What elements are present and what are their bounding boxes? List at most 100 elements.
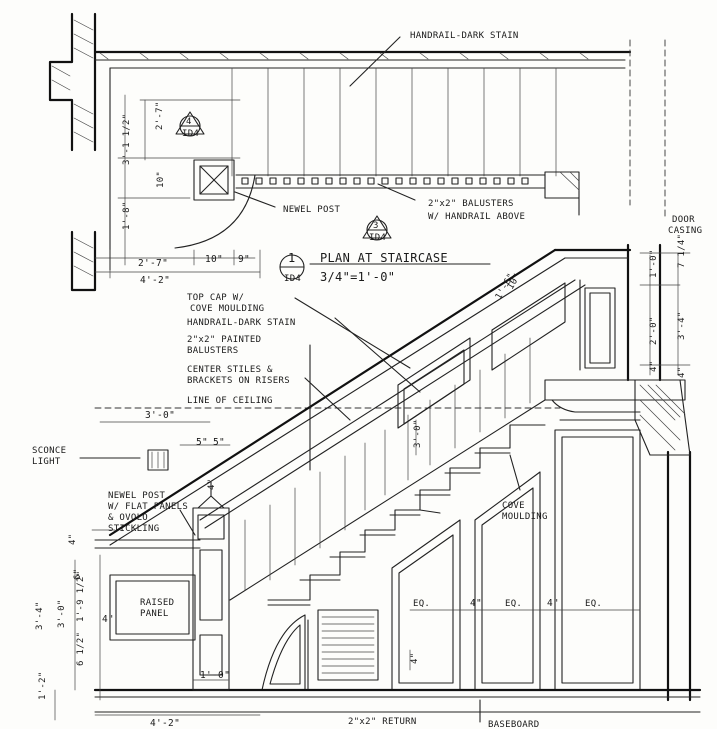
plan-rail-hatch: [99, 52, 589, 60]
elev-dim-4-right-2: 4": [677, 367, 687, 378]
plan-newel-x2: [199, 165, 229, 195]
plan-handrail-note: HANDRAIL-DARK STAIN: [410, 31, 519, 41]
under-stair-frame-3-inner: [398, 534, 454, 684]
plan-newel-post: [193, 159, 235, 201]
elev-dim-1-0-newel: 1'-0": [200, 670, 230, 681]
plan-sheet-ref: ID4: [284, 274, 301, 284]
plan-left-wall: [48, 12, 97, 292]
line-of-ceiling-label: LINE OF CEILING: [187, 396, 273, 406]
sconce-note-2: LIGHT: [32, 457, 61, 467]
elev-dim-1-2: 1'-2": [38, 671, 48, 700]
eq-label-1: EQ.: [413, 599, 430, 609]
top-cap-note-2: COVE MOULDING: [190, 304, 264, 314]
plan-baluster-leader: [377, 183, 416, 201]
center-stiles-note-1: CENTER STILES &: [187, 365, 273, 375]
plan-upper-post-hatch: [559, 171, 580, 191]
raked-panel-2: [491, 282, 566, 371]
newel-post-panel-lower: [199, 634, 223, 676]
plan-bottom-tread-arc: [174, 174, 256, 249]
plan-wall-hatch: [51, 19, 94, 277]
elev-dim-3-4-right: 3'-4": [677, 311, 687, 340]
elev-beam-hatch: [639, 384, 686, 451]
plan-dimension-lines: [94, 94, 261, 279]
tag-4-number: 4: [186, 117, 192, 127]
newel-post-panel-upper: [199, 549, 223, 621]
door-casing-note-2: CASING: [668, 226, 702, 236]
handrail-line-2: [204, 284, 586, 529]
plan-annotations: HANDRAIL-DARK STAIN NEWEL POST 2"x2" BAL…: [122, 31, 702, 286]
elev-dim-6-5: 6 1/2": [76, 632, 86, 666]
elev-dim-4-top: 4": [68, 534, 78, 545]
under-stair-right-frame: [554, 429, 641, 691]
stair-treads: [267, 424, 546, 606]
plan-dashed-edge: [629, 39, 666, 221]
plan-newel-leader: [234, 191, 276, 208]
raised-panel-note-1: RAISED: [140, 598, 174, 608]
elev-dim-1-0-right: 1'-0": [649, 249, 659, 278]
upper-right-panel: [584, 287, 616, 369]
plan-handrail-leader: [349, 36, 401, 87]
raised-panel-note-2: PANEL: [140, 609, 169, 619]
top-cap-note-1: TOP CAP W/: [187, 293, 244, 303]
plan-newel-inner: [199, 165, 229, 195]
sconce-note-1: SCONCE: [32, 446, 66, 456]
raked-top-cap: [108, 248, 632, 537]
under-stair-frame-2-inner: [481, 487, 534, 684]
newel-note-1: NEWEL POST: [108, 491, 165, 501]
plan-newel-note: NEWEL POST: [283, 205, 340, 215]
newel-note-4: STICKLING: [108, 524, 159, 534]
elev-balusters: [244, 337, 531, 591]
plan-dim-10: 10": [156, 171, 166, 188]
curved-panel: [261, 614, 306, 691]
newel-note-3: & OVOLO: [108, 513, 148, 523]
elev-dim-7-4: 7 1/4": [677, 234, 687, 268]
vent-grille-slats: [321, 616, 375, 674]
elev-crown-curve: [551, 399, 641, 413]
plan-dim-2-7-bottom: 2'-7": [138, 258, 168, 269]
plan-dim-2-7-top: 2'-7": [155, 101, 165, 130]
plan-balusters-note-2: W/ HANDRAIL ABOVE: [428, 212, 525, 222]
handrail-note: HANDRAIL-DARK STAIN: [187, 318, 296, 328]
under-stair-right-inner: [561, 436, 634, 684]
elev-dim-4-eq-a: 4": [470, 598, 482, 609]
elev-landing-beam: [544, 379, 686, 401]
newel-post-cap: [197, 495, 225, 509]
elev-beam-section: [634, 379, 691, 456]
elev-dim-5-a: 5": [196, 437, 208, 448]
newel-note-2: W/ FLAT PANELS: [108, 502, 188, 512]
painted-balusters-note-1: 2"x2" PAINTED: [187, 335, 261, 345]
plan-tag-4-triangle: [175, 111, 205, 135]
baseboard-note: BASEBOARD: [488, 720, 539, 729]
center-stiles-note-2: BRACKETS ON RISERS: [187, 376, 290, 386]
plan-balusters: [241, 177, 529, 185]
elev-dim-1-9-5: 1'-9 1/2": [76, 571, 86, 622]
upper-right-panel-inner: [589, 292, 611, 364]
elev-dim-2-0: 2'-0": [649, 316, 659, 345]
elevation-view: [54, 243, 702, 723]
plan-dim-3-1-5: 3'-1 1/2": [122, 114, 132, 165]
raised-panel-frame: [109, 574, 196, 641]
plan-dim-1-8: 1'-8": [122, 201, 132, 230]
plan-detail-number: 1: [288, 251, 296, 265]
tag-3-sheet: ID4: [369, 233, 386, 243]
elev-dim-4-newel: 4": [207, 479, 217, 490]
plan-view: [48, 12, 666, 292]
painted-balusters-note-2: BALUSTERS: [187, 346, 238, 356]
sconce-fixture: [147, 449, 169, 471]
elev-dim-5-b: 5": [213, 437, 225, 448]
elev-dim-3-0-center: 3'-0": [413, 419, 423, 448]
return-note: 2"x2" RETURN: [348, 717, 417, 727]
eq-label-3: EQ.: [585, 599, 602, 609]
eq-label-2: EQ.: [505, 599, 522, 609]
door-casing-note-1: DOOR: [672, 215, 695, 225]
elev-leaders: [179, 297, 521, 723]
elev-dim-4-right: 4": [649, 361, 659, 372]
vent-grille: [317, 609, 379, 681]
plan-balusters-note-1: 2"x2" BALUSTERS: [428, 199, 514, 209]
elev-dim-4-small: 4": [410, 653, 420, 664]
plan-dim-10-bottom: 10": [205, 254, 223, 265]
stair-stringer: [229, 399, 546, 601]
elev-dim-3-0: 3'-0": [145, 410, 175, 421]
